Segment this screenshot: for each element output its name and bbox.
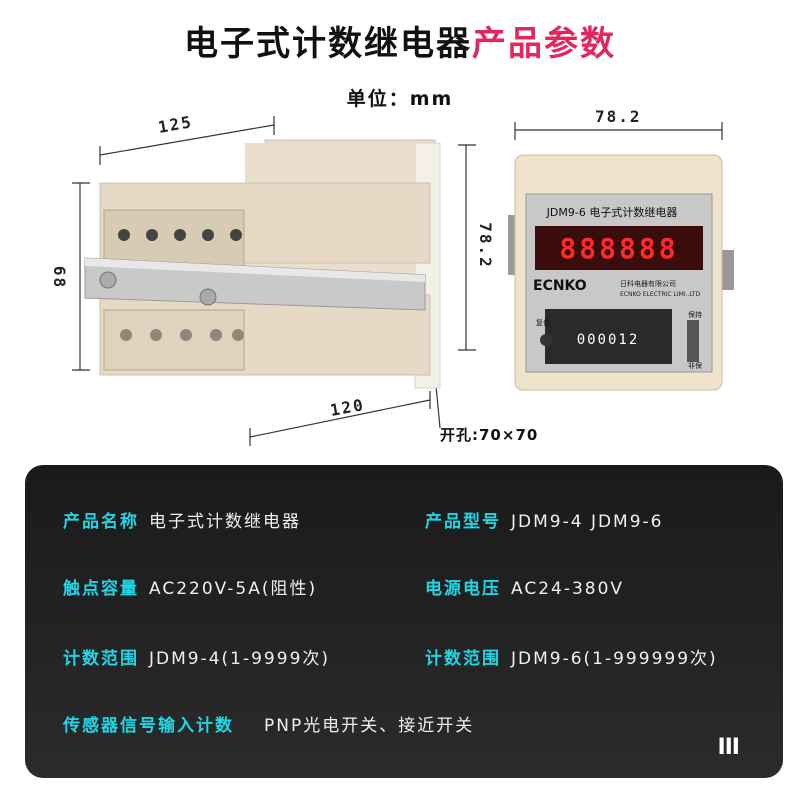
- title-main: 电子式计数继电器: [184, 24, 472, 64]
- dimension-height-left: 68: [50, 265, 70, 290]
- page-title: 电子式计数继电器产品参数: [0, 16, 800, 65]
- dimension-width-front: 78.2: [595, 107, 642, 126]
- cutout-label: 开孔:70×70: [440, 426, 539, 444]
- counter-digits: 000012: [577, 332, 640, 348]
- spec-value: JDM9-4(1-9999次): [149, 649, 331, 669]
- reset-label: 复位: [536, 318, 550, 327]
- spec-value: AC24-380V: [511, 579, 625, 599]
- nonhold-label: 非保: [688, 361, 702, 370]
- spec-value: AC220V-5A(阻性): [149, 579, 318, 599]
- spec-item: 电源电压 AC24-380V: [425, 574, 624, 599]
- spec-item: 计数范围 JDM9-6(1-999999次): [425, 644, 718, 669]
- company-name-en: ECNKO ELECTRIC LIMI..LTD: [620, 291, 701, 298]
- spec-value: PNP光电开关、接近开关: [264, 716, 475, 736]
- spec-key: 产品名称: [63, 512, 139, 532]
- company-name: 日科电器有限公司: [620, 279, 676, 288]
- brand-logo: ECNKO: [533, 278, 587, 294]
- spec-key: 计数范围: [63, 649, 139, 669]
- spec-value: JDM9-4 JDM9-6: [511, 512, 664, 532]
- spec-item: 传感器信号输入计数 PNP光电开关、接近开关: [63, 711, 474, 736]
- spec-key: 触点容量: [63, 579, 139, 599]
- dimension-height-front: 78.2: [475, 222, 495, 269]
- spec-value: 电子式计数继电器: [149, 512, 301, 532]
- spec-item: 计数范围 JDM9-4(1-9999次): [63, 644, 330, 669]
- spec-item: 产品型号 JDM9-4 JDM9-6: [425, 507, 663, 532]
- spec-key: 电源电压: [425, 579, 501, 599]
- device-front-view: [508, 154, 734, 391]
- title-accent: 产品参数: [472, 24, 616, 64]
- spec-key: 计数范围: [425, 649, 501, 669]
- product-illustration: JDM9-6 电子式计数继电器 888888 ECNKO 日科电器有限公司 EC…: [72, 116, 734, 446]
- led-display: 888888: [559, 232, 678, 265]
- corner-mark: III: [717, 735, 740, 760]
- spec-item: 产品名称电子式计数继电器: [63, 507, 301, 532]
- spec-panel: 产品名称电子式计数继电器 产品型号 JDM9-4 JDM9-6 触点容量 AC220…: [25, 465, 783, 778]
- spec-value: JDM9-6(1-999999次): [511, 649, 718, 669]
- hold-label: 保持: [688, 310, 702, 319]
- device-side-view: [84, 139, 441, 389]
- spec-item: 触点容量 AC220V-5A(阻性): [63, 574, 317, 599]
- spec-key: 传感器信号输入计数: [63, 716, 234, 736]
- front-label: JDM9-6 电子式计数继电器: [546, 206, 678, 219]
- spec-key: 产品型号: [425, 512, 501, 532]
- unit-label: 单位：mm: [346, 88, 454, 110]
